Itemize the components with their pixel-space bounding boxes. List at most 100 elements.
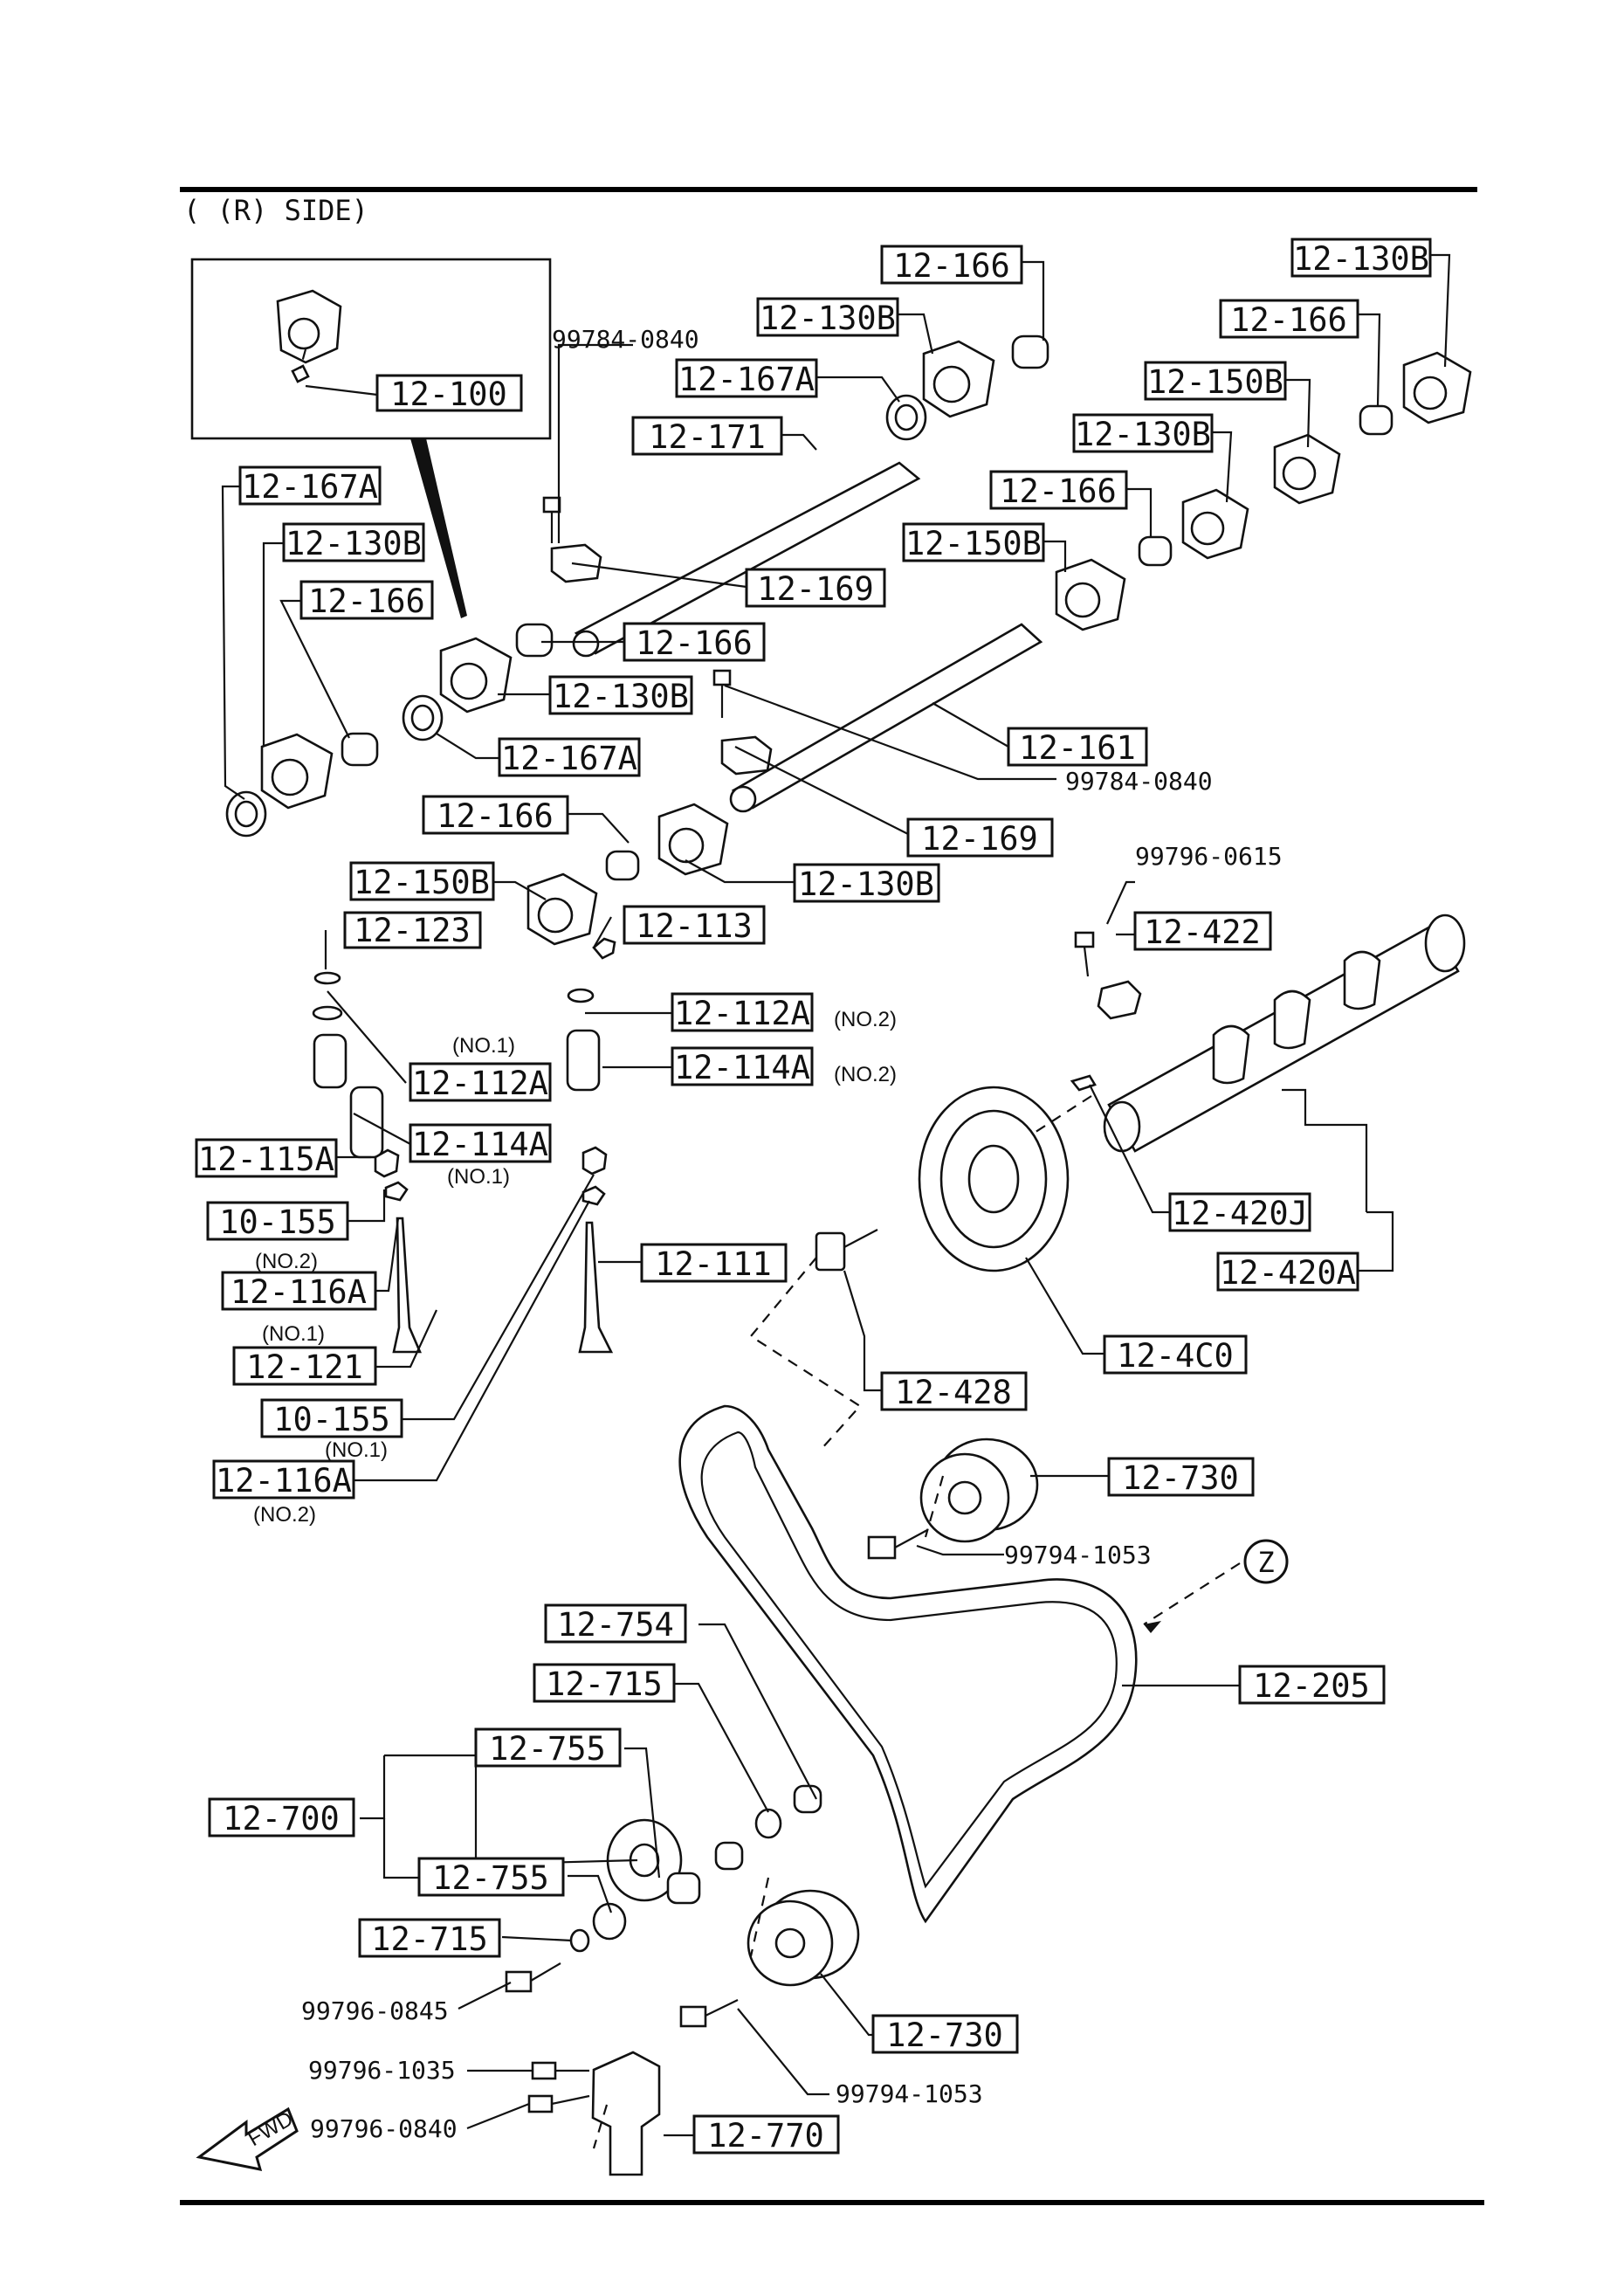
note-no1: (NO.1) (325, 1438, 388, 1462)
part-number-99796-1035: 99796-1035 (308, 2056, 456, 2085)
part-label-12-114A: 12-114A (671, 1046, 814, 1086)
part-label-12-130B: 12-130B (793, 863, 940, 903)
svg-text:Z: Z (1257, 1546, 1274, 1579)
part-number-99784-0840: 99784-0840 (1065, 767, 1213, 796)
svg-text:12-150B: 12-150B (1147, 363, 1283, 401)
tensioner-pulley-icon (679, 1889, 860, 2028)
part-label-12-161: 12-161 (1007, 727, 1148, 767)
svg-text:12-130B: 12-130B (1293, 240, 1429, 278)
part-label-12-428: 12-428 (880, 1371, 1028, 1411)
part-label-12-755: 12-755 (474, 1727, 622, 1768)
svg-text:12-166: 12-166 (437, 797, 554, 835)
part-label-12-115A: 12-115A (195, 1138, 338, 1178)
part-number-99794-1053: 99794-1053 (1004, 1541, 1152, 1569)
svg-text:12-167A: 12-167A (242, 468, 378, 506)
bracket-bolt-icon (1074, 931, 1142, 1020)
part-label-12-123: 12-123 (343, 911, 482, 949)
svg-text:12-715: 12-715 (546, 1665, 663, 1703)
part-label-12-169: 12-169 (906, 817, 1054, 858)
camshaft-pulley-icon (815, 1086, 1070, 1272)
part-label-12-167A: 12-167A (675, 358, 818, 398)
svg-text:12-166: 12-166 (893, 247, 1010, 285)
svg-text:12-100: 12-100 (390, 376, 507, 413)
part-label-12-150B: 12-150B (349, 861, 495, 901)
part-label-12-4C0: 12-4C0 (1103, 1334, 1248, 1375)
part-label-12-770: 12-770 (692, 2114, 840, 2155)
view-marker-z: Z (1243, 1539, 1289, 1584)
note-no2: (NO.2) (834, 1008, 897, 1031)
svg-text:12-755: 12-755 (489, 1730, 606, 1768)
part-label-12-116A: 12-116A (212, 1459, 355, 1500)
part-number-99784-0840: 99784-0840 (552, 325, 699, 354)
part-label-12-754: 12-754 (544, 1603, 687, 1644)
spring-icon (341, 334, 1393, 881)
svg-text:12-113: 12-113 (636, 907, 753, 945)
part-number-99796-0845: 99796-0845 (301, 1996, 449, 2025)
part-number-99796-0840: 99796-0840 (310, 2114, 458, 2143)
part-number-99794-1053: 99794-1053 (836, 2079, 983, 2108)
part-label-12-111: 12-111 (640, 1243, 788, 1283)
side-heading: ( (R) SIDE) (183, 194, 368, 227)
part-label-12-730: 12-730 (871, 2014, 1019, 2054)
rocker-shaft-lower-icon (729, 623, 1043, 813)
forward-direction-arrow: FWD (196, 2106, 299, 2171)
svg-text:12-116A: 12-116A (231, 1273, 367, 1311)
svg-text:12-169: 12-169 (757, 570, 874, 608)
spacer-ring-icon (225, 394, 927, 838)
part-label-12-420J: 12-420J (1168, 1192, 1311, 1232)
note-no1: (NO.1) (452, 1034, 515, 1058)
part-label-12-166: 12-166 (880, 245, 1023, 285)
part-label-10-155: 10-155 (260, 1398, 403, 1438)
part-label-12-166: 12-166 (989, 470, 1128, 510)
svg-text:12-130B: 12-130B (760, 300, 896, 337)
svg-text:12-420A: 12-420A (1220, 1254, 1356, 1292)
svg-text:12-130B: 12-130B (553, 678, 689, 715)
part-label-12-166: 12-166 (623, 622, 766, 662)
svg-text:12-114A: 12-114A (674, 1049, 810, 1086)
part-label-12-167A: 12-167A (238, 465, 382, 506)
inset-pointer (410, 438, 467, 618)
idler-assembly-icon (505, 1784, 822, 1993)
svg-text:12-130B: 12-130B (798, 865, 934, 903)
dash-line (749, 1257, 862, 1451)
svg-text:12-123: 12-123 (354, 912, 471, 949)
note-no1: (NO.1) (447, 1165, 510, 1189)
part-label-12-166: 12-166 (422, 795, 569, 835)
svg-text:12-428: 12-428 (895, 1374, 1012, 1411)
svg-text:12-715: 12-715 (371, 1920, 488, 1958)
part-label-12-100: 12-100 (375, 374, 523, 413)
svg-text:12-166: 12-166 (636, 624, 753, 662)
inset-dash (299, 348, 307, 369)
part-label-12-715: 12-715 (533, 1663, 676, 1703)
part-label-12-130B: 12-130B (548, 675, 693, 715)
part-label-12-150B: 12-150B (902, 522, 1045, 562)
part-label-12-171: 12-171 (631, 416, 783, 456)
svg-text:12-150B: 12-150B (354, 864, 490, 901)
part-label-12-113: 12-113 (623, 905, 766, 945)
part-label-12-121: 12-121 (232, 1346, 377, 1386)
part-label-12-114A: 12-114A (409, 1123, 552, 1163)
note-no2: (NO.2) (834, 1063, 897, 1086)
svg-text:12-167A: 12-167A (501, 740, 637, 777)
valve-spring-icon (312, 937, 616, 1354)
part-label-12-730: 12-730 (1107, 1457, 1255, 1497)
part-label-12-130B: 12-130B (282, 522, 425, 562)
svg-text:12-121: 12-121 (246, 1348, 363, 1386)
part-label-12-150B: 12-150B (1144, 361, 1287, 401)
part-label-12-130B: 12-130B (1290, 238, 1432, 278)
svg-text:12-130B: 12-130B (1075, 416, 1211, 453)
svg-text:12-114A: 12-114A (412, 1126, 548, 1163)
woodruff-key-icon (1070, 1074, 1097, 1092)
part-label-12-130B: 12-130B (1072, 413, 1214, 453)
svg-text:12-422: 12-422 (1144, 914, 1261, 951)
part-label-12-420A: 12-420A (1216, 1251, 1359, 1292)
svg-text:12-730: 12-730 (1122, 1459, 1239, 1497)
auto-tensioner-icon (527, 2051, 661, 2176)
svg-text:12-166: 12-166 (1230, 301, 1347, 339)
part-label-12-167A: 12-167A (498, 737, 641, 777)
inset-rocker-arm-icon (276, 289, 342, 383)
svg-text:10-155: 10-155 (273, 1401, 390, 1438)
note-no1: (NO.1) (262, 1322, 325, 1346)
svg-text:12-112A: 12-112A (412, 1065, 548, 1102)
